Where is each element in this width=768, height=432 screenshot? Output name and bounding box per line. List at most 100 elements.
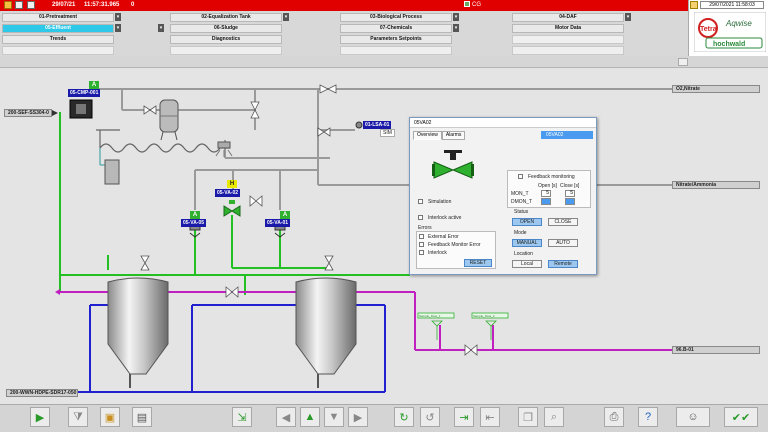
logout-icon[interactable]: ⇤ <box>480 407 500 427</box>
status-counter: 0 <box>131 2 135 8</box>
nav-pretreatment[interactable]: 01-Pretreatment <box>2 13 114 22</box>
reset-button[interactable]: RESET <box>464 259 492 267</box>
status-section-title: Status <box>514 209 529 215</box>
source-label-left[interactable]: 200-SEF-SS304-0 <box>4 109 52 117</box>
brand-right-text: Aqwise <box>725 19 752 28</box>
mon-t-open-input[interactable]: 5 <box>541 190 551 197</box>
sprinkler-nozzle <box>215 141 233 157</box>
alarm-status-bar[interactable]: 29/07/21 11:57:31.965 0 CG <box>0 0 688 11</box>
help-icon[interactable]: ? <box>638 407 658 427</box>
cg-indicator[interactable]: CG <box>464 1 504 10</box>
nav-equalization-tank[interactable]: 02-Equalization Tank <box>170 13 282 22</box>
compressor-symbol <box>69 99 93 119</box>
lock-icon[interactable] <box>690 1 698 9</box>
destination-o2-nitrate[interactable]: O2,Nitrate <box>672 85 760 93</box>
sub-toolbar-button[interactable] <box>678 58 688 66</box>
feedback-monitor-error-label: Feedback Monitor Error <box>428 242 481 248</box>
valve-05-va-01-tag[interactable]: 05-VA-01 <box>265 219 291 227</box>
nav-sludge[interactable]: 06-Sludge <box>170 24 282 33</box>
destination-nitrate-ammonia[interactable]: Nitrate/Ammonia <box>672 181 760 189</box>
company-logo: Tetra Aqwise hochwald <box>694 12 766 52</box>
external-error-checkbox <box>419 234 424 239</box>
bell-icon[interactable] <box>15 1 23 9</box>
close-button[interactable]: CLOSE <box>548 218 578 226</box>
heat-exchanger-coil <box>99 143 230 153</box>
home-icon[interactable] <box>4 1 12 9</box>
tab-alarms[interactable]: Alarms <box>441 131 466 140</box>
valve-05-va-02-tag[interactable]: 05-VA-02 <box>215 189 241 197</box>
nav-right-icon[interactable]: ▶ <box>348 407 368 427</box>
nav-down-icon[interactable]: ▼ <box>324 407 344 427</box>
mon-t-close-input[interactable]: 5 <box>565 190 575 197</box>
arrow-icon <box>55 289 60 295</box>
open-seconds-header: Open [s] <box>538 183 557 189</box>
destination-bottom-right[interactable]: 96.B-01 <box>672 346 760 354</box>
tab-overview[interactable]: Overview <box>413 131 442 140</box>
alarm-list-icon[interactable] <box>27 1 35 9</box>
nav-parameters-setpoints[interactable]: Parameters Setpoints <box>340 35 452 44</box>
window-icon[interactable]: ❐ <box>518 407 538 427</box>
compressor-tag[interactable]: 05-CMP-001 <box>68 89 101 97</box>
user-icon[interactable]: ☺ <box>676 407 710 427</box>
level-switch-sim: SIM <box>380 129 395 137</box>
clock-display: 29/07/2021 11:58:03 <box>700 1 764 9</box>
valve-icon <box>319 84 337 94</box>
auto-button[interactable]: AUTO <box>548 239 578 247</box>
destination-bottom-left[interactable]: 200-WWN-HDPE-SDR17-050 <box>6 389 78 397</box>
air-receiver-tank <box>159 99 179 141</box>
valve-icon <box>250 101 260 119</box>
local-button[interactable]: Local <box>512 260 542 268</box>
refresh-icon[interactable]: ↻ <box>394 407 414 427</box>
nav-motor-data[interactable]: Motor Data <box>512 24 624 33</box>
interlock-active-checkbox[interactable] <box>418 215 423 220</box>
nav-daf[interactable]: 04-DAF <box>512 13 624 22</box>
open-button[interactable]: OPEN <box>512 218 542 226</box>
nav-effluent[interactable]: 05-Effluent <box>2 24 114 33</box>
valve-05-va-05-tag[interactable]: 05-VA-05 <box>181 219 207 227</box>
sample-flow-indicator-1 <box>417 312 455 340</box>
nav-empty-slot <box>512 35 624 44</box>
play-icon[interactable]: ▶ <box>30 407 50 427</box>
nav-chemicals[interactable]: 07-Chemicals <box>340 24 452 33</box>
login-icon[interactable]: ⇥ <box>454 407 474 427</box>
nav-trends[interactable]: Trends <box>2 35 114 44</box>
brand-left-text: Tetra <box>700 26 717 33</box>
nav-effluent-dropdown-icon[interactable]: ▾ <box>115 24 121 32</box>
folder-icon[interactable]: ▣ <box>100 407 120 427</box>
nav-sludge-dropdown-icon[interactable]: ▾ <box>158 24 164 32</box>
dmon-t-close-input[interactable] <box>565 198 575 205</box>
nav-daf-dropdown-icon[interactable]: ▾ <box>625 13 631 21</box>
dmon-t-open-input[interactable] <box>541 198 551 205</box>
interlock-error-label: Interlock <box>428 250 447 256</box>
feedback-monitoring-checkbox[interactable] <box>518 174 523 179</box>
report-icon[interactable]: ▤ <box>132 407 152 427</box>
nav-chemicals-dropdown-icon[interactable]: ▾ <box>453 24 459 32</box>
remote-button[interactable]: Remote <box>548 260 578 268</box>
nav-up-icon[interactable]: ▲ <box>300 407 320 427</box>
nav-equalization-dropdown-icon[interactable]: ▾ <box>283 13 289 21</box>
print-icon[interactable]: ⎙ <box>604 407 624 427</box>
mon-t-label: MON_T <box>511 191 529 197</box>
simulation-checkbox[interactable] <box>418 199 423 204</box>
valve-icon <box>464 344 478 356</box>
search-window-icon[interactable]: ⌕ <box>544 407 564 427</box>
manual-button[interactable]: MANUAL <box>512 239 542 247</box>
level-switch-icon <box>355 121 363 129</box>
filter-icon[interactable]: ⧩ <box>68 407 88 427</box>
nav-diagnostics[interactable]: Diagnostics <box>170 35 282 44</box>
nav-left-icon[interactable]: ◀ <box>276 407 296 427</box>
nav-biological-process[interactable]: 03-Biological Process <box>340 13 452 22</box>
storage-tank-2 <box>295 277 357 388</box>
brand-sub-text: hochwald <box>713 41 745 48</box>
nav-biological-dropdown-icon[interactable]: ▾ <box>453 13 459 21</box>
export-icon[interactable]: ⇲ <box>232 407 252 427</box>
acknowledge-all-icon[interactable]: ✔✔ <box>724 407 758 427</box>
dialog-tag: 05VA02 <box>541 131 593 139</box>
valve-icon <box>317 127 331 137</box>
undo-icon[interactable]: ↺ <box>420 407 440 427</box>
mode-section-title: Mode <box>514 230 527 236</box>
nav-pretreatment-dropdown-icon[interactable]: ▾ <box>115 13 121 21</box>
level-switch-tag[interactable]: 01-LSA-01 <box>363 121 392 129</box>
valve-05-va-01-alarm-badge: A <box>280 211 290 219</box>
